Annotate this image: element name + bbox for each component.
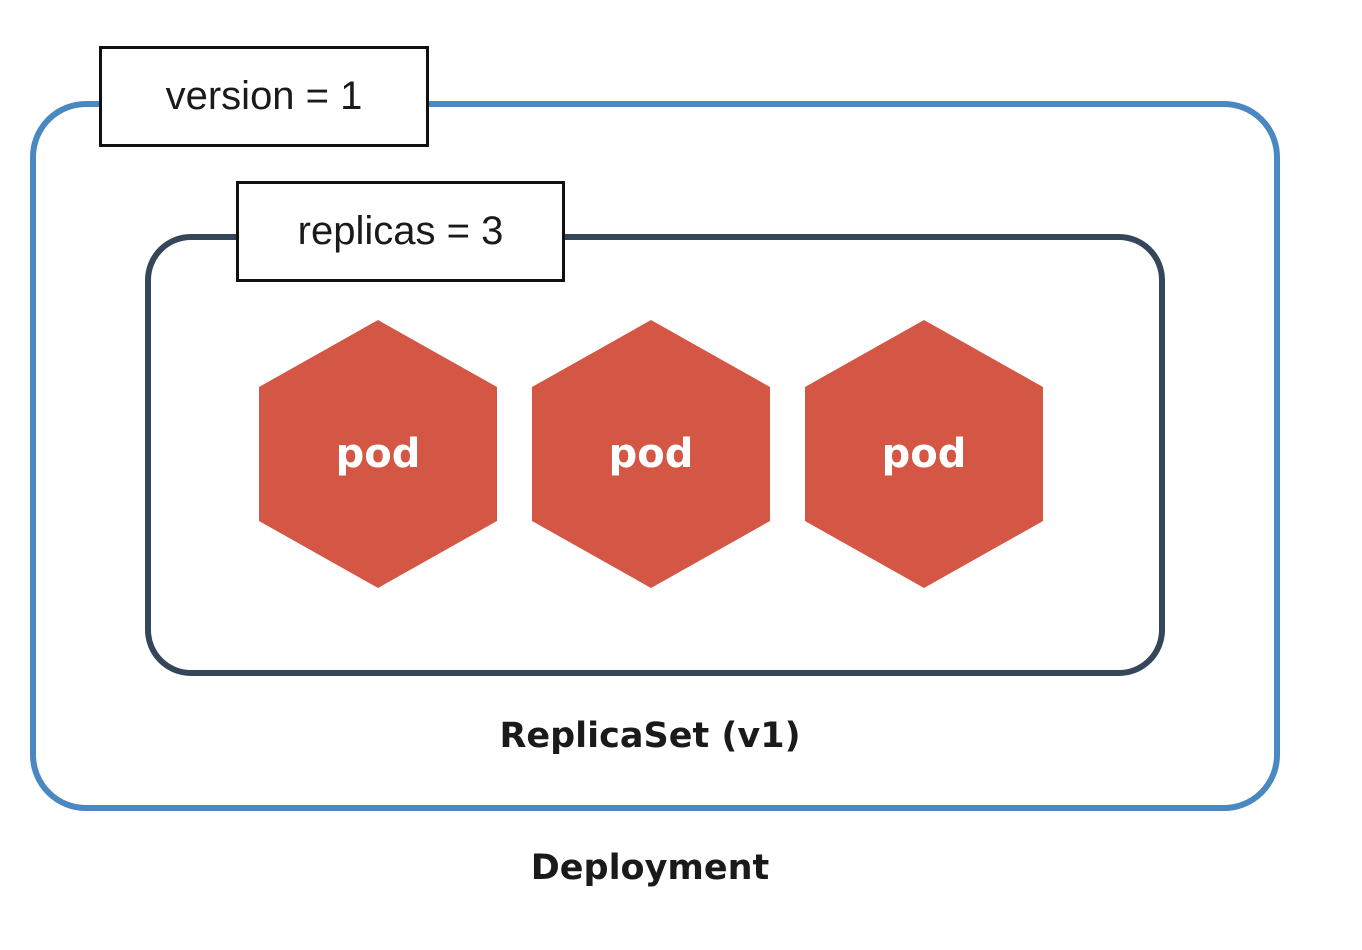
hexagon-icon: [532, 320, 770, 588]
deployment-caption: Deployment: [530, 848, 770, 888]
deployment-boundary: [30, 101, 1280, 811]
pod-label: pod: [335, 431, 421, 477]
replicaset-caption: ReplicaSet (v1): [499, 716, 801, 756]
replicas-label: replicas = 3: [236, 181, 565, 282]
hexagon-icon: [259, 320, 497, 588]
pod-label: pod: [881, 431, 967, 477]
pod-hexagon-3: pod: [805, 320, 1043, 588]
hexagon-icon: [805, 320, 1043, 588]
pod-hexagon-1: pod: [259, 320, 497, 588]
pod-hexagon-2: pod: [532, 320, 770, 588]
version-label: version = 1: [99, 46, 429, 147]
replicaset-boundary: [145, 234, 1165, 676]
pod-label: pod: [608, 431, 694, 477]
